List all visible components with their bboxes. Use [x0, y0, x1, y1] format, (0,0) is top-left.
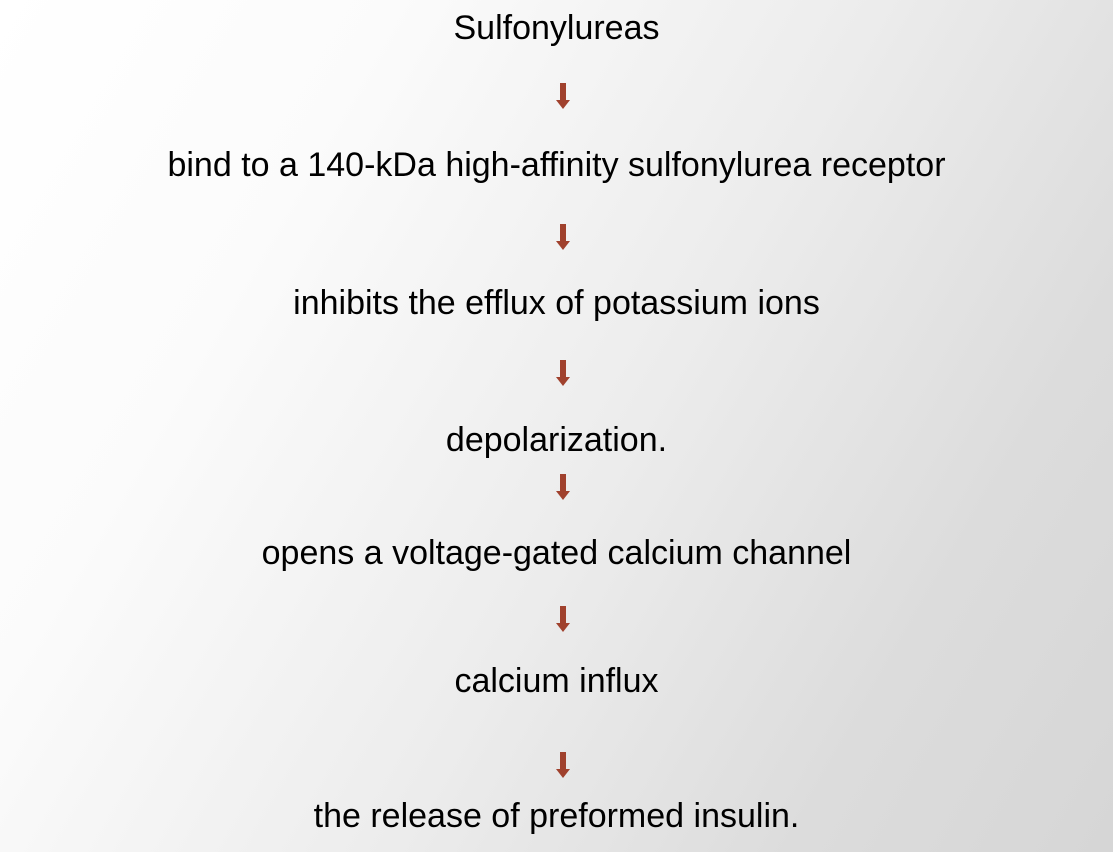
step-inhibits-efflux: inhibits the efflux of potassium ions [293, 284, 820, 322]
arrow-down-icon [556, 224, 570, 250]
step-opens-calcium-channel: opens a voltage-gated calcium channel [261, 534, 852, 572]
step-calcium-influx: calcium influx [454, 662, 659, 700]
step-insulin-release: the release of preformed insulin. [313, 797, 800, 835]
step-bind-receptor: bind to a 140-kDa high-affinity sulfonyl… [167, 146, 946, 184]
arrow-down-icon [556, 83, 570, 109]
step-sulfonylureas: Sulfonylureas [453, 9, 660, 47]
step-depolarization: depolarization. [445, 421, 668, 459]
arrow-down-icon [556, 360, 570, 386]
arrow-down-icon [556, 474, 570, 500]
arrow-down-icon [556, 606, 570, 632]
arrow-down-icon [556, 752, 570, 778]
